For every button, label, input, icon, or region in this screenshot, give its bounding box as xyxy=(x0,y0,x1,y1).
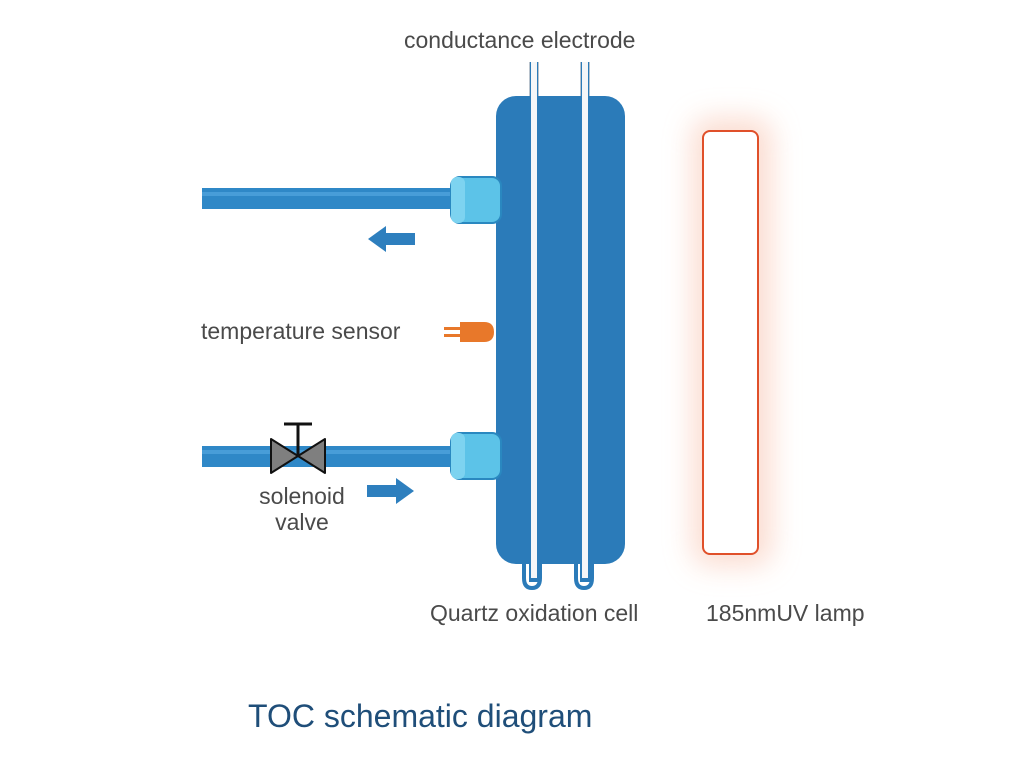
arrow-left-icon xyxy=(368,226,415,252)
outlet-pipe xyxy=(202,188,464,209)
temperature-sensor-label: temperature sensor xyxy=(201,318,401,344)
quartz-oxidation-cell-label: Quartz oxidation cell xyxy=(430,600,639,626)
uv-lamp xyxy=(702,130,759,555)
solenoid-valve-label-line1: solenoid xyxy=(259,483,345,509)
outlet-pipe-highlight xyxy=(202,192,464,196)
conductance-electrode-label: conductance electrode xyxy=(404,27,636,53)
solenoid-valve-label-line2: valve xyxy=(275,509,329,535)
solenoid-valve-label: solenoid valve xyxy=(244,483,360,535)
temperature-probe-icon xyxy=(444,322,494,342)
electrode-right-bottom xyxy=(574,560,594,591)
electrode-left-bottom xyxy=(522,560,542,591)
conductance-electrode xyxy=(529,62,590,582)
solenoid-valve-icon xyxy=(270,422,326,474)
uv-lamp-label: 185nmUV lamp xyxy=(706,600,865,626)
outlet-fitting-face xyxy=(451,177,465,223)
electrode-right-core xyxy=(582,62,588,578)
arrow-right-icon xyxy=(367,478,414,504)
inlet-pipe xyxy=(202,446,464,467)
inlet-fitting-face xyxy=(451,433,465,479)
electrode-left-core xyxy=(531,62,537,578)
quartz-oxidation-cell xyxy=(496,96,625,564)
inlet-pipe-highlight xyxy=(202,450,464,454)
diagram-title: TOC schematic diagram xyxy=(248,698,593,734)
